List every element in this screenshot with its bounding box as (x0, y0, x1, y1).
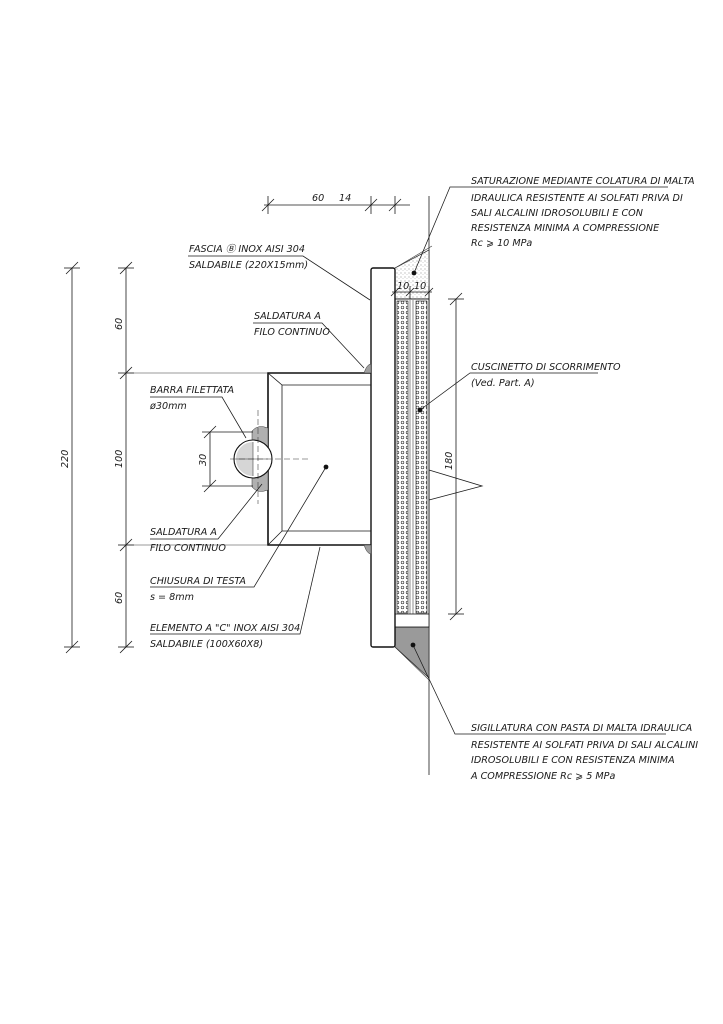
leader-sigillatura (412, 644, 470, 735)
note-cuscinetto-line-2: (Ved. Part. A) (471, 378, 535, 389)
note-fascia: FASCIA Ⓑ INOX AISI 304 SALDABILE (220X15… (189, 243, 308, 271)
note-saturazione-line-3: SALI ALCALINI IDROSOLUBILI E CON (471, 208, 643, 219)
dim-100-text: 100 (114, 450, 125, 468)
leader-chiusura (150, 466, 327, 588)
c-channel-element (267, 363, 372, 555)
dim-30-text: 30 (198, 454, 209, 466)
note-saturazione-line-1: SATURAZIONE MEDIANTE COLATURA DI MALTA (471, 176, 695, 187)
note-elemento-line-2: SALDABILE (100X60X8) (150, 639, 263, 650)
dimension-10-10: 10 10 (390, 281, 434, 299)
note-cuscinetto-line-1: CUSCINETTO DI SCORRIMENTO (471, 362, 621, 373)
note-saturazione: SATURAZIONE MEDIANTE COLATURA DI MALTA I… (471, 176, 695, 249)
note-fascia-line-1: FASCIA Ⓑ INOX AISI 304 (189, 243, 305, 255)
note-saturazione-line-2: IDRAULICA RESISTENTE AI SOLFATI PRIVA DI (471, 193, 683, 204)
dim-60-horizontal-text: 60 (312, 193, 324, 204)
leader-cuscinetto (419, 372, 598, 411)
threaded-bar (230, 410, 310, 504)
note-sigillatura-line-2: RESISTENTE AI SOLFATI PRIVA DI SALI ALCA… (471, 740, 698, 751)
note-fascia-line-2: SALDABILE (220X15mm) (189, 260, 308, 271)
dim-10a-text: 10 (397, 281, 409, 292)
leader-saturazione (413, 186, 470, 274)
note-barra-line-2: ø30mm (149, 401, 187, 412)
note-sigillatura-line-4: A COMPRESSIONE Rc ⩾ 5 MPa (470, 771, 615, 782)
note-chiusura-line-1: CHIUSURA DI TESTA (150, 576, 246, 587)
note-saldatura-bottom: SALDATURA A FILO CONTINUO (150, 527, 226, 554)
note-saldatura-top-line-1: SALDATURA A (254, 311, 321, 322)
note-sigillatura-line-1: SIGILLATURA CON PASTA DI MALTA IDRAULICA (471, 723, 692, 734)
note-saldatura-top: SALDATURA A FILO CONTINUO (254, 311, 330, 338)
dimension-180: 180 (428, 292, 484, 621)
dim-10b-text: 10 (414, 281, 426, 292)
note-sigillatura-line-3: IDROSOLUBILI E CON RESISTENZA MINIMA (471, 755, 675, 766)
fascia-plate (370, 267, 396, 648)
leader-fascia (188, 255, 371, 301)
dim-220-text: 220 (60, 450, 71, 468)
note-saldatura-bottom-line-2: FILO CONTINUO (150, 543, 226, 554)
note-saldatura-bottom-line-1: SALDATURA A (150, 527, 217, 538)
dim-60-bottom-text: 60 (114, 592, 125, 604)
leader-saldatura-top (253, 322, 365, 369)
dimension-top: 60 14 (261, 193, 410, 214)
note-elemento-line-1: ELEMENTO A "C" INOX AISI 304 (150, 623, 300, 634)
note-sigillatura: SIGILLATURA CON PASTA DI MALTA IDRAULICA… (470, 723, 698, 782)
dimension-220: 220 (60, 261, 80, 654)
note-saturazione-line-4: RESISTENZA MINIMA A COMPRESSIONE (471, 223, 660, 234)
note-barra: BARRA FILETTATA ø30mm (149, 385, 234, 412)
note-saturazione-line-5: Rc ⩾ 10 MPa (471, 238, 532, 249)
note-cuscinetto: CUSCINETTO DI SCORRIMENTO (Ved. Part. A) (471, 362, 621, 389)
leader-elemento (150, 546, 321, 635)
dimension-chain-left: 60 100 60 (114, 261, 268, 654)
dim-180-text: 180 (444, 452, 455, 470)
note-saldatura-top-line-2: FILO CONTINUO (254, 327, 330, 338)
dim-14-horizontal-text: 14 (339, 193, 351, 204)
leader-barra (150, 396, 247, 439)
note-elemento: ELEMENTO A "C" INOX AISI 304 SALDABILE (… (150, 623, 300, 650)
note-chiusura: CHIUSURA DI TESTA s = 8mm (150, 576, 246, 603)
note-chiusura-line-2: s = 8mm (150, 592, 194, 603)
leader-saldatura-bottom (150, 483, 263, 540)
sliding-pad (394, 298, 430, 628)
note-barra-line-1: BARRA FILETTATA (150, 385, 234, 396)
dimension-30: 30 (198, 425, 253, 493)
bottom-sealing-paste (394, 626, 430, 679)
dim-60-top-text: 60 (114, 318, 125, 330)
